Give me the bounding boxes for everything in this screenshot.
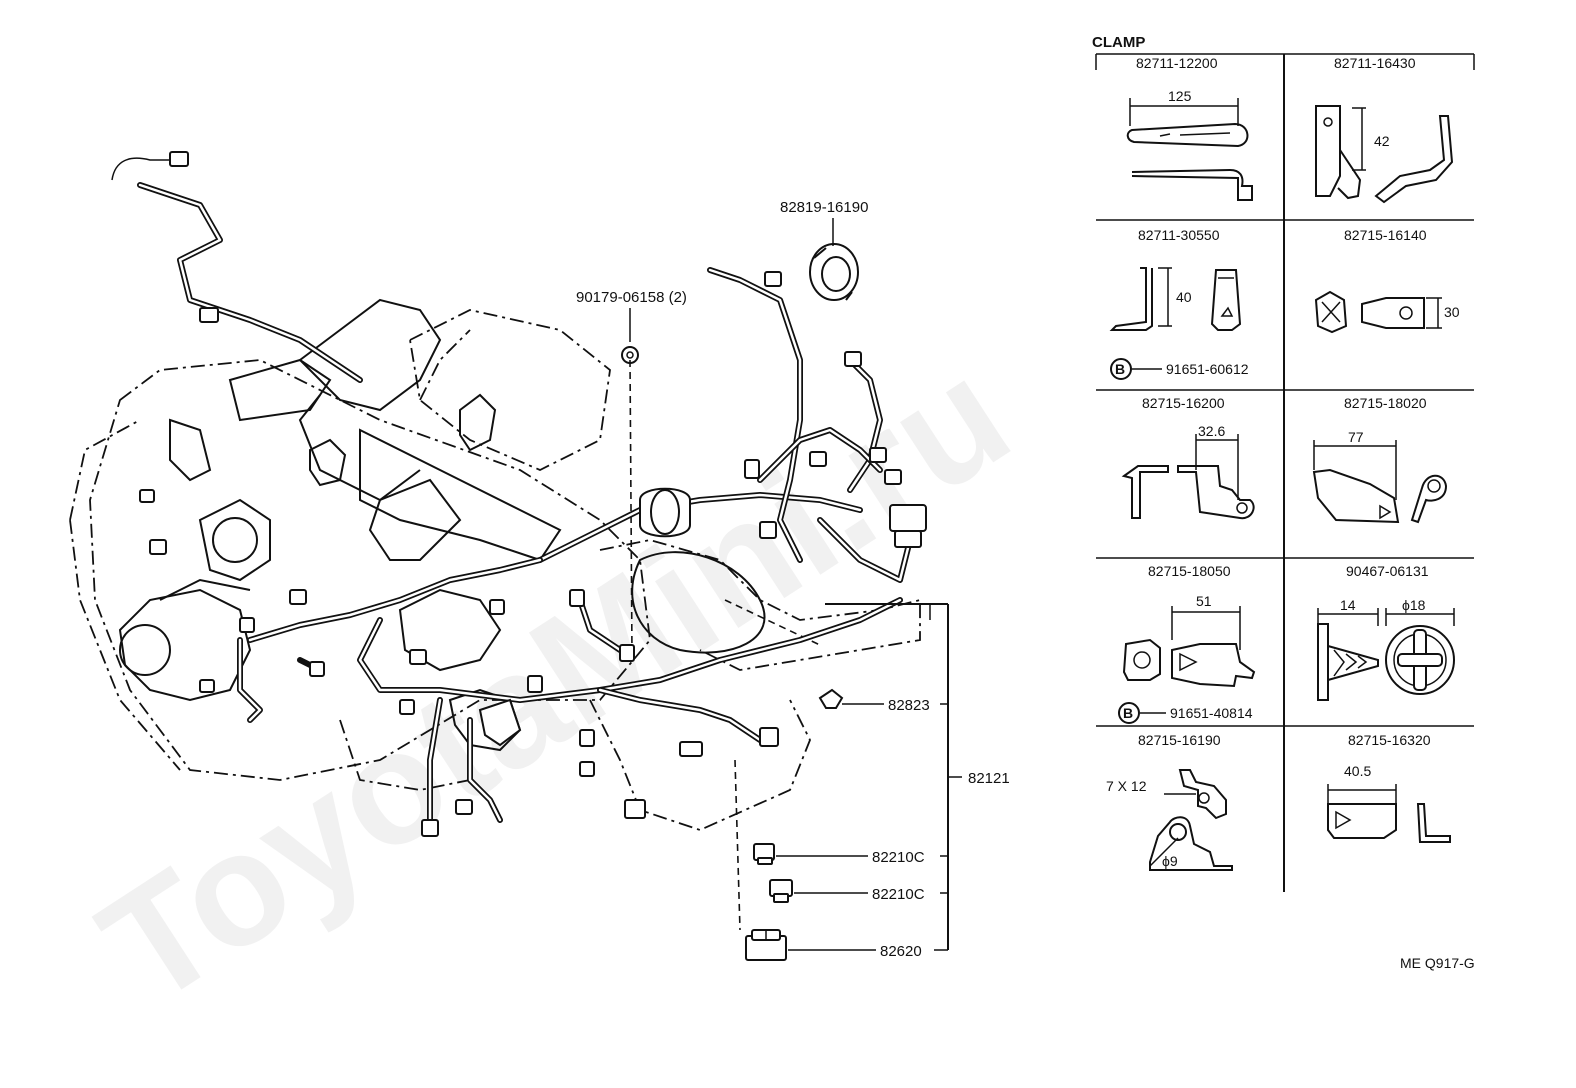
clamp-dimension: 32.6 [1198, 423, 1225, 439]
figure-code: ME Q917-G [1400, 955, 1475, 971]
callout-82210c-b[interactable]: 82210C [872, 886, 925, 903]
callout-82210c-a[interactable]: 82210C [872, 849, 925, 866]
bolt-b-marker [1118, 702, 1140, 724]
clamp-dimension: 42 [1374, 133, 1390, 149]
clamp-cell-82715-16140[interactable]: 82715-16140 30 [1314, 227, 1460, 334]
clamp-dimension: 51 [1196, 593, 1212, 609]
clamp-cell-82711-12200[interactable]: 82711-12200 125 [1126, 55, 1253, 201]
clamp-dimension: 30 [1444, 304, 1460, 320]
bolt-b-marker [1110, 358, 1132, 380]
clamp-panel-title: CLAMP [1092, 34, 1145, 51]
grommet-icon [809, 243, 859, 301]
clamp-dimension: 14 [1340, 597, 1356, 613]
callout-82823[interactable]: 82823 [888, 697, 930, 714]
clamp-part-number: 82711-12200 [1136, 55, 1218, 71]
clamp-cell-82711-16430[interactable]: 82711-16430 42 [1315, 55, 1454, 204]
clamp-part-number: 82711-30550 [1138, 227, 1220, 243]
clamp-dimension: 77 [1348, 429, 1364, 445]
clamp-cell-82715-18020[interactable]: 82715-18020 77 [1312, 395, 1448, 524]
clamp-part-number: 82715-16190 [1138, 732, 1221, 748]
clamp-cell-82711-30550[interactable]: 82711-30550 40 B 91651-60612 [1109, 227, 1249, 380]
clamp-dimension: 125 [1168, 88, 1192, 104]
clamp-cell-82715-18050[interactable]: 82715-18050 51 B 91651-40814 [1118, 563, 1256, 724]
connector-82620-icon [745, 929, 787, 961]
clamp-panel: CLAMP 82711-12200 125 82711-16430 [1092, 34, 1475, 971]
bolt-part-number: 91651-40814 [1170, 705, 1253, 721]
callout-90179-06158[interactable]: 90179-06158 (2) [576, 289, 687, 306]
bolt-part-number: 91651-60612 [1166, 361, 1249, 377]
clamp-cell-82715-16190[interactable]: 82715-16190 7 X 12 ϕ9 [1106, 732, 1233, 871]
engine-illustration [69, 151, 927, 931]
clamp-dimension: ϕ18 [1402, 597, 1426, 613]
callout-82620[interactable]: 82620 [880, 943, 922, 960]
callout-82819-16190[interactable]: 82819-16190 [780, 199, 868, 216]
clamp-part-number: 82711-16430 [1334, 55, 1416, 71]
clamp-cell-82715-16200[interactable]: 82715-16200 32.6 [1121, 395, 1255, 520]
clamp-part-number: 82715-16200 [1142, 395, 1225, 411]
clamp-part-number: 90467-06131 [1346, 563, 1429, 579]
clamp-dimension: 7 X 12 [1106, 778, 1147, 794]
clamp-part-number: 82715-16320 [1348, 732, 1431, 748]
clamp-cell-82715-16320[interactable]: 82715-16320 40.5 [1327, 732, 1451, 843]
bolt-b-letter: B [1115, 361, 1125, 377]
clamp-part-number: 82715-18050 [1148, 563, 1231, 579]
bolt-b-letter: B [1123, 705, 1133, 721]
callouts: 82819-16190 90179-06158 (2) 82823 82121 [576, 199, 1010, 961]
clamp-dimension: ϕ9 [1162, 853, 1178, 869]
callout-82121[interactable]: 82121 [968, 770, 1010, 787]
clamp-part-number: 82715-18020 [1344, 395, 1427, 411]
clamp-part-number: 82715-16140 [1344, 227, 1427, 243]
clamp-dimension: 40 [1176, 289, 1192, 305]
clamp-82823-icon [818, 688, 844, 709]
clamp-cell-90467-06131[interactable]: 90467-06131 14 ϕ18 [1317, 563, 1455, 701]
connector-82210c-a-icon [753, 843, 775, 865]
watermark: ToyotaMini.ru [71, 324, 1038, 1039]
clamp-dimension: 40.5 [1344, 763, 1371, 779]
clip-nut-icon [621, 346, 639, 364]
connector-82210c-b-icon [769, 879, 793, 903]
